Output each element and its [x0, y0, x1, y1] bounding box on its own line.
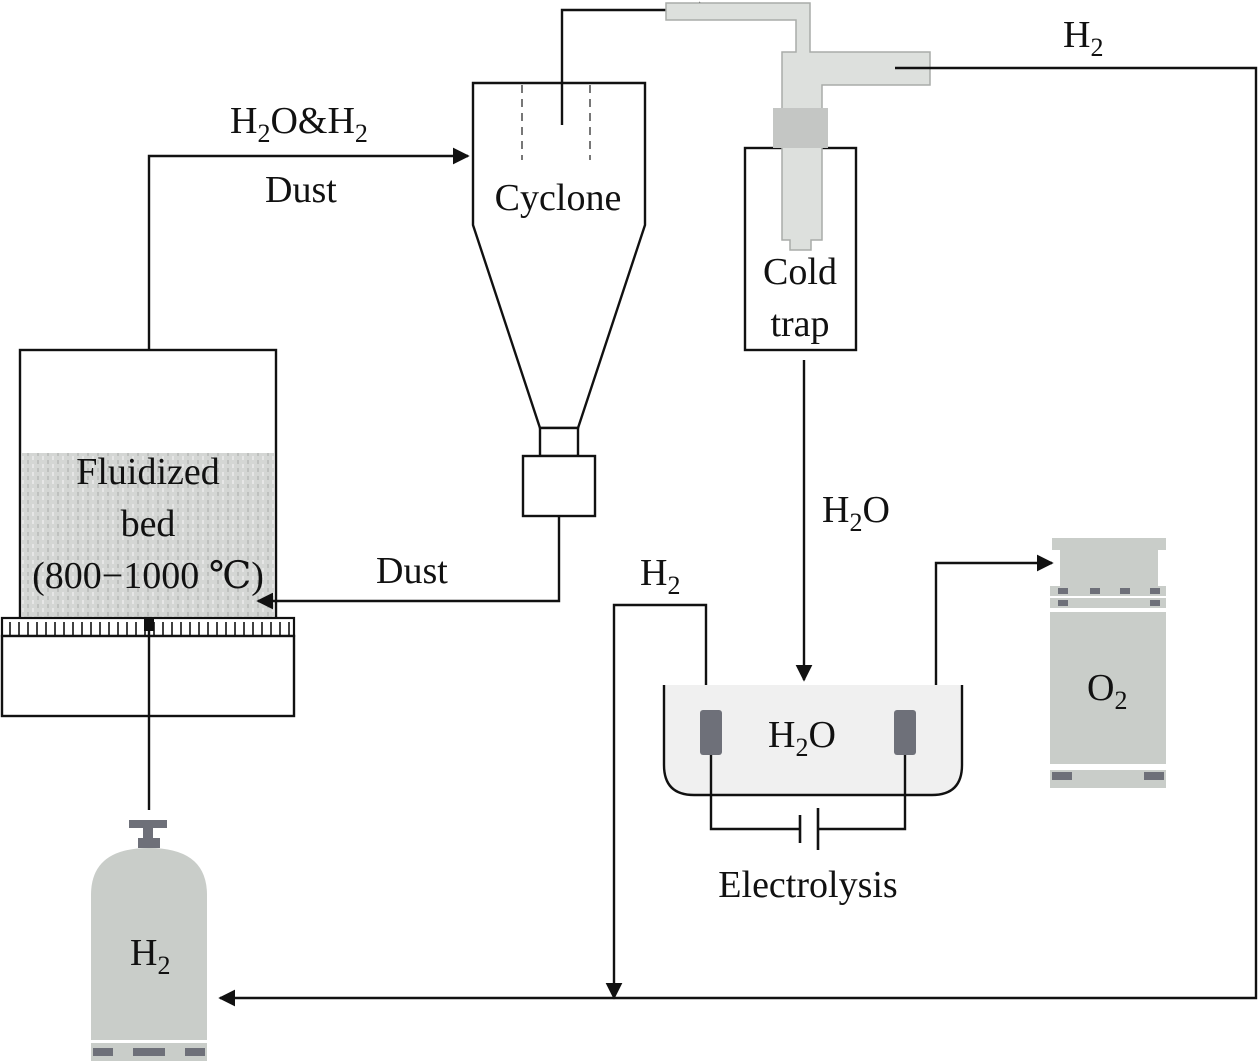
- h2-cylinder: H2: [91, 820, 207, 1061]
- electrolysis-tank: H2O: [662, 685, 964, 797]
- cold-trap-label-1: Cold: [763, 251, 837, 293]
- cyclone: Cyclone: [471, 81, 647, 518]
- h2-recycle-line: [218, 66, 1258, 1007]
- h2-top-label: H2: [1063, 14, 1103, 62]
- cyclone-outlet-line: [560, 1, 716, 125]
- electrolysis-label: Electrolysis: [718, 864, 897, 906]
- cyclone-label: Cyclone: [495, 177, 622, 219]
- h2-electrolysis-label: H2: [640, 552, 680, 600]
- fluidized-bed: Fluidized bed (800−1000 ℃): [0, 348, 296, 718]
- distributor-plate: [9, 622, 290, 636]
- o2-label: O2: [1087, 667, 1127, 715]
- h2o-flow-label: H2O: [822, 489, 890, 537]
- dust-top-label: Dust: [265, 169, 337, 211]
- o2-line: [934, 554, 1054, 685]
- h2o-tank-label: H2O: [768, 714, 836, 762]
- fluidized-bed-label-2: bed: [121, 503, 176, 545]
- fluidized-bed-label-3: (800−1000 ℃): [32, 555, 264, 597]
- h2-cylinder-label: H2: [130, 932, 170, 980]
- cold-trap-label-2: trap: [770, 303, 829, 345]
- electrolysis-circuit: Electrolysis: [709, 755, 907, 906]
- bed-to-cyclone-line: [147, 147, 470, 350]
- electrode-right: [894, 710, 916, 755]
- fluidized-bed-label-1: Fluidized: [76, 451, 220, 493]
- dust-return-line: [256, 516, 561, 610]
- dust-bottom-label: Dust: [376, 550, 448, 592]
- cold-trap: Cold trap: [665, 2, 931, 352]
- electrode-left: [700, 710, 722, 755]
- o2-tank: O2: [1050, 538, 1166, 788]
- h2o-h2-label: H2O&H2: [230, 100, 368, 148]
- h2-electrolysis-line: [605, 603, 708, 1000]
